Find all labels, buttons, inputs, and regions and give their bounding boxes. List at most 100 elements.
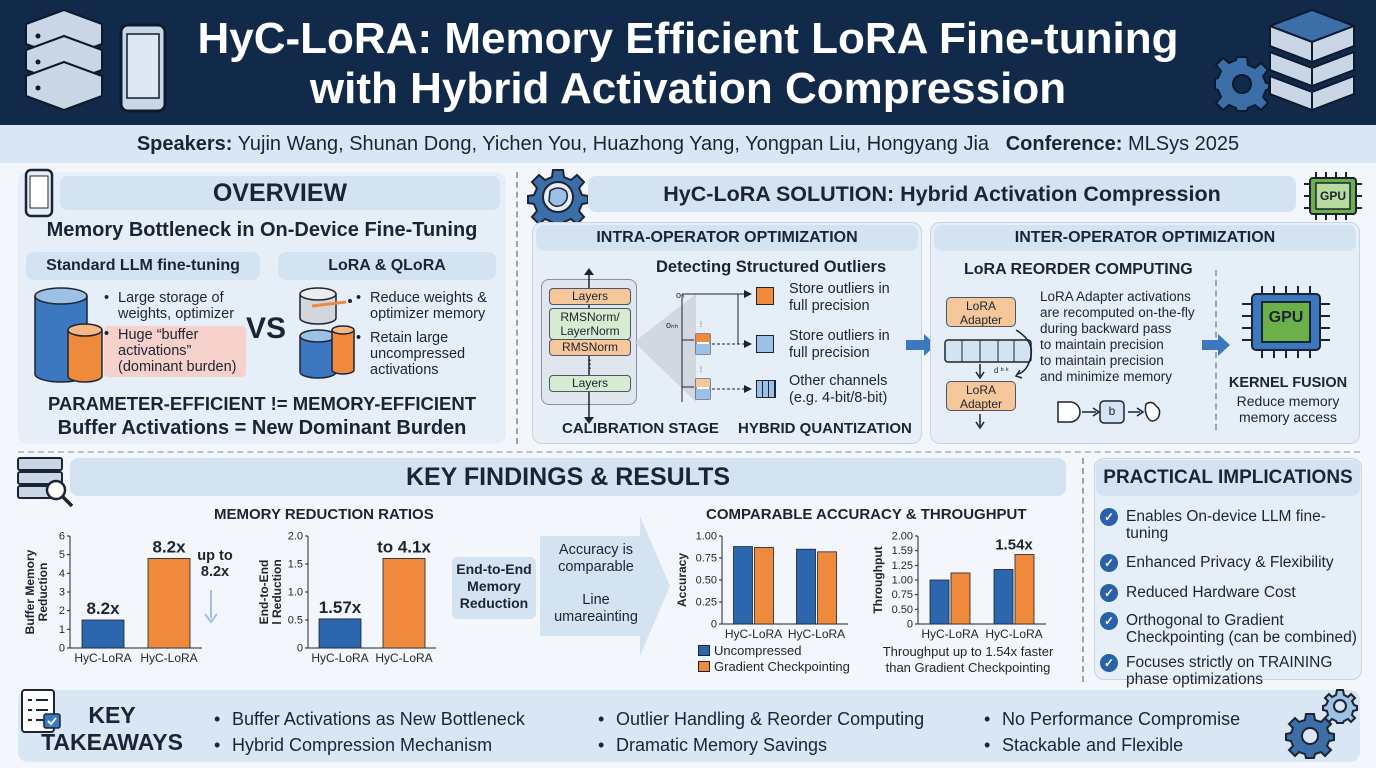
intra-item-1: Store outliers in full precision: [789, 281, 890, 314]
check-icon: ✓: [1100, 584, 1118, 602]
svg-text:⋮: ⋮: [698, 322, 704, 328]
implication-item: ✓Enhanced Privacy & Flexibility: [1100, 554, 1358, 572]
gpu-large-icon: [1240, 284, 1332, 360]
bar: [1014, 554, 1035, 625]
y-tick-label: 1.00: [892, 575, 913, 587]
checklist-icon: [20, 686, 62, 736]
inter-title: INTER-OPERATOR OPTIMIZATION: [934, 225, 1356, 251]
accuracy-legend: Uncompressed Gradient Checkpointing: [698, 643, 850, 675]
arrow-text-2: Line umareainting: [554, 592, 638, 625]
gpu-chip-label: GPU: [1319, 189, 1346, 203]
bar: [318, 618, 362, 649]
row-divider: [18, 451, 1360, 453]
standard-bullet-1: Large storage of weights, optimizer: [104, 290, 246, 322]
bar: [929, 579, 950, 625]
check-icon: ✓: [1100, 508, 1118, 526]
lora-label: LoRA & QLoRA: [278, 252, 496, 280]
fusion-flow-b: b: [1108, 404, 1116, 418]
gear-icon: [1212, 54, 1272, 114]
y-tick-label: 0: [907, 619, 913, 631]
intra-item-3: Other channels (e.g. 4-bit/8-bit): [789, 373, 888, 406]
data-label: 1.57x: [319, 598, 362, 617]
bar: [733, 546, 753, 625]
y-tick-label: 0.75: [892, 589, 913, 601]
x-tick-label: HyC-LoRA: [788, 627, 845, 641]
gpu-chip-icon: [1302, 170, 1364, 222]
throughput-note: Throughput up to 1.54x faster than Gradi…: [882, 644, 1054, 675]
mem-title: MEMORY REDUCTION RATIOS: [214, 506, 434, 523]
bar: [754, 547, 774, 625]
arrow-text-1: Accuracy is comparable: [558, 542, 634, 575]
brain-gear-icon: [526, 168, 590, 226]
channel-square-striped: [756, 380, 776, 398]
server-cube-icon: [1262, 4, 1362, 116]
takeaway-item: Outlier Handling & Reorder Computing: [598, 706, 924, 732]
y-tick-label: 1.25: [892, 560, 913, 572]
y-tick-label: 0.75: [696, 553, 717, 565]
y-tick-label: 1.00: [696, 531, 717, 543]
takeaway-item: Buffer Activations as New Bottleneck: [214, 706, 525, 732]
y-tick-label: 1: [59, 624, 65, 636]
y-axis-label: End-to-End: [257, 560, 271, 625]
overview-title: OVERVIEW: [60, 176, 500, 210]
x-tick-label: HyC-LoRA: [375, 651, 432, 665]
outlier-square-orange: [756, 287, 774, 305]
inter-description: LoRA Adapter activations are recomputed …: [1040, 289, 1195, 384]
implication-item: ✓Focuses strictly on TRAINING phase opti…: [1100, 654, 1358, 688]
data-label: 1.54x: [995, 536, 1033, 553]
phone-small-icon: [24, 168, 54, 218]
y-tick-label: 4: [59, 568, 65, 580]
bar: [147, 557, 191, 649]
solution-title: HyC-LoRA SOLUTION: Hybrid Activation Com…: [588, 176, 1296, 212]
acc-title: COMPARABLE ACCURACY & THROUGHPUT: [706, 506, 1027, 523]
statement-2: Buffer Activations = New Dominant Burden: [57, 417, 467, 439]
kernel-fusion-title: KERNEL FUSION: [1228, 375, 1348, 391]
takeaway-item: No Performance Compromise: [984, 706, 1240, 732]
legend-gradient-checkpointing: Gradient Checkpointing: [698, 659, 850, 675]
bar: [950, 572, 971, 625]
y-tick-label: 0: [59, 643, 65, 655]
x-tick-label: HyC-LoRA: [140, 651, 197, 665]
outlier-annot-2: oₙₕ: [666, 320, 679, 330]
x-tick-label: HyC-LoRA: [311, 651, 368, 665]
y-tick-label: 2: [59, 605, 65, 617]
overview-subtitle: Memory Bottleneck in On-Device Fine-Tuni…: [46, 219, 478, 241]
hybrid-quant-label: HYBRID QUANTIZATION: [738, 420, 912, 437]
bar: [993, 569, 1014, 625]
findings-divider: [1082, 458, 1084, 682]
y-tick-label: 5: [59, 549, 65, 561]
takeaways-col1: Buffer Activations as New Bottleneck Hyb…: [214, 706, 525, 758]
y-tick-label: 0.25: [696, 597, 717, 609]
y-tick-label: 2.00: [892, 531, 913, 543]
lora-adapter-top: LoRA Adapter: [946, 297, 1016, 327]
y-tick-label: 2.0: [288, 531, 303, 543]
side-note: up to 8.2x: [197, 548, 233, 580]
y-tick-label: 0: [711, 619, 717, 631]
lora-bullets: Reduce weights & optimizer memory Retain…: [356, 290, 502, 378]
y-tick-label: 6: [59, 531, 65, 543]
outlier-annot-1: oₙ: [676, 290, 685, 300]
stack-layers-bottom: Layers: [549, 375, 631, 392]
y-tick-label: 0.50: [696, 575, 717, 587]
server-rack-icon: [20, 6, 108, 116]
implications-title: PRACTICAL IMPLICATIONS: [1096, 460, 1360, 496]
y-tick-label: 0: [297, 643, 303, 655]
lora-adapter-bottom: LoRA Adapter: [946, 381, 1016, 411]
side-note-arrow: [203, 588, 219, 624]
takeaway-item: Stackable and Flexible: [984, 732, 1240, 758]
takeaways-col3: No Performance Compromise Stackable and …: [984, 706, 1240, 758]
intra-to-inter-arrow: [904, 334, 938, 356]
y-axis-label: Reduction: [36, 563, 50, 622]
y-tick-label: 1.5: [288, 559, 303, 571]
x-tick-label: HyC-LoRA: [74, 651, 131, 665]
data-label: 8.2x: [86, 599, 120, 618]
y-axis-label: Accuracy: [675, 553, 689, 607]
phone-icon: [118, 22, 168, 114]
y-axis-label: Buffer Memory: [23, 549, 37, 634]
gears-icon: [1284, 686, 1360, 762]
intra-title: INTRA-OPERATOR OPTIMIZATION: [536, 225, 918, 251]
section-divider: [516, 172, 518, 444]
